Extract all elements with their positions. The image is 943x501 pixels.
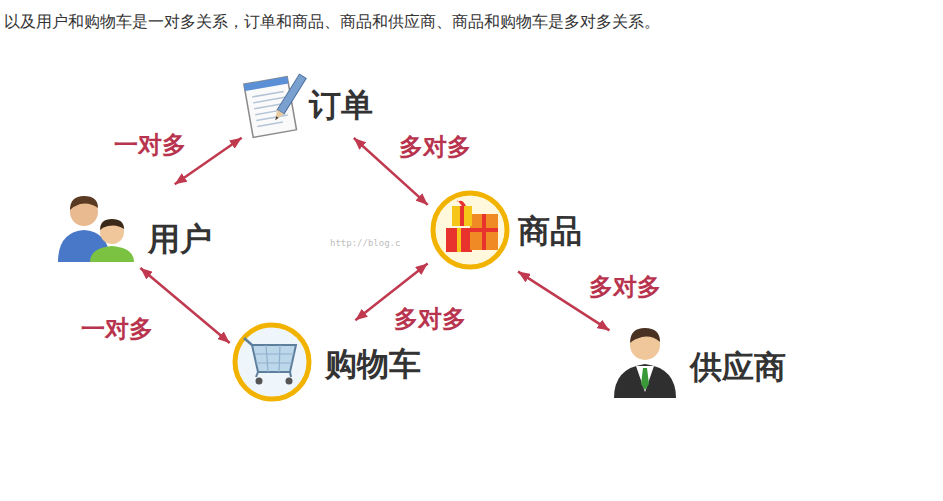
goods-icon: [452, 206, 472, 226]
cart-icon: [244, 338, 252, 345]
order-icon: [277, 74, 306, 114]
order-icon: [272, 74, 306, 122]
order-icon: [257, 122, 283, 127]
cart-icon: [279, 345, 280, 372]
watermark: http://blog.c: [330, 238, 400, 249]
entity-node: 商品: [430, 190, 588, 270]
user-icon: [100, 219, 124, 230]
cart-icon: [252, 345, 296, 372]
order-icon: [274, 116, 279, 121]
cart-icon: [255, 353, 294, 354]
goods-icon: [433, 193, 507, 267]
goods-icon: [457, 228, 461, 252]
user-icon: [100, 220, 124, 244]
order-icon: [244, 74, 306, 137]
supplier-icon: [636, 366, 654, 392]
goods-icon: [433, 193, 507, 267]
entity-node: 供应商: [612, 322, 792, 398]
entity-name: 商品: [518, 213, 582, 250]
description-text: 以及用户和购物车是一对多关系，订单和商品、商品和供应商、商品和购物车是多对多关系…: [4, 12, 660, 31]
cart-icon: [256, 372, 258, 377]
goods-icon: [470, 214, 498, 250]
entity-name: 用户: [148, 221, 212, 258]
order-icon: [252, 91, 284, 97]
supplier-icon: [641, 368, 649, 390]
goods-icon: [470, 228, 498, 232]
cardinality-label: 多对多: [392, 306, 468, 334]
cart-icon: [235, 325, 309, 399]
order-icon: [253, 97, 285, 103]
entity-node: 购物车: [232, 322, 427, 402]
goods-icon: [446, 228, 472, 252]
user-icon: [58, 196, 134, 262]
user-icon: [90, 246, 134, 262]
order-icon: [272, 110, 284, 123]
cart-icon: [266, 345, 268, 372]
supplier-icon: [614, 364, 676, 398]
user-icon: [70, 196, 98, 210]
entity-name: 订单: [309, 87, 373, 124]
goods-icon: [460, 206, 464, 226]
entity-name: 购物车: [325, 346, 421, 383]
cardinality-label: 一对多: [112, 132, 188, 160]
cardinality-label: 多对多: [587, 274, 663, 302]
cardinality-label: 一对多: [79, 316, 155, 344]
goods-icon: [457, 200, 466, 206]
cart-icon: [235, 325, 309, 399]
supplier-icon: [630, 328, 660, 343]
cart-icon: [286, 378, 293, 385]
entity-node: 用户: [56, 186, 218, 266]
cardinality-label: 多对多: [397, 134, 473, 162]
cart-icon: [290, 372, 291, 377]
supplier-icon: [614, 328, 676, 398]
entity-name: 供应商: [690, 349, 786, 386]
order-icon: [244, 77, 289, 92]
cart-icon: [256, 378, 263, 385]
entity-node: 订单: [243, 76, 379, 136]
order-icon: [256, 115, 288, 121]
cart-icon: [256, 362, 292, 363]
